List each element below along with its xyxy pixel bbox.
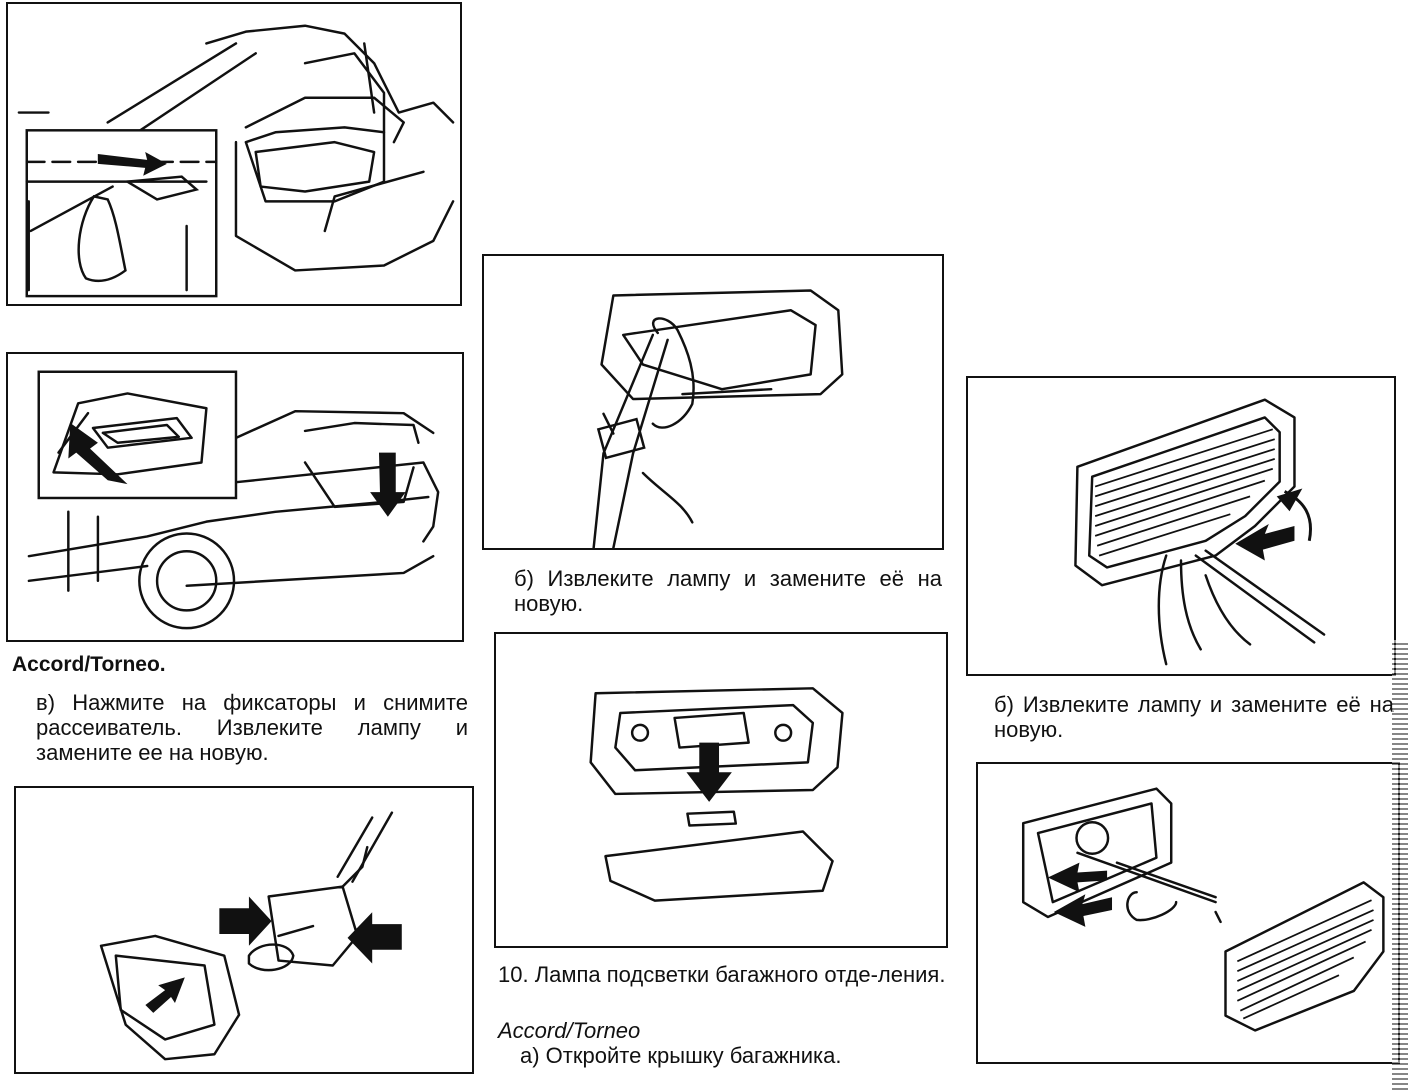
caption-middle-step-a: а) Откройте крышку багажника. <box>520 1043 842 1068</box>
caption-step-v: в) Нажмите на фиксаторы и снимите рассеи… <box>36 690 468 765</box>
figure-lamp-socket <box>14 786 474 1074</box>
car-trunk-open-icon <box>17 24 455 298</box>
figure-trunk-open <box>6 2 462 306</box>
figure-dome-lamp <box>494 632 948 948</box>
lens-pry-icon <box>592 289 844 548</box>
caption-middle-step-b: б) Извлеките лампу и замените её на нову… <box>514 566 942 616</box>
heading-accord-torneo: Accord/Torneo. <box>12 653 166 676</box>
figure-lens-screwdriver <box>482 254 944 550</box>
caption-accord-torneo-italic: Accord/Torneo <box>498 1018 641 1043</box>
figure-sedan-trunk-lamp <box>6 352 464 642</box>
page-edge <box>1392 640 1408 1090</box>
dome-lamp-icon <box>589 687 844 902</box>
figure-bulb-housing <box>976 762 1400 1064</box>
caption-section-10: 10. Лампа подсветки багажного отде-ления… <box>498 962 946 987</box>
figure-ribbed-lens <box>966 376 1396 676</box>
ribbed-lens-icon <box>1074 398 1326 666</box>
car-rear-icon <box>27 370 440 630</box>
bulb-housing-icon <box>1021 787 1385 1032</box>
caption-right-step-b: б) Извлеките лампу и замените её на нову… <box>994 692 1394 742</box>
lamp-socket-icon <box>99 811 402 1061</box>
